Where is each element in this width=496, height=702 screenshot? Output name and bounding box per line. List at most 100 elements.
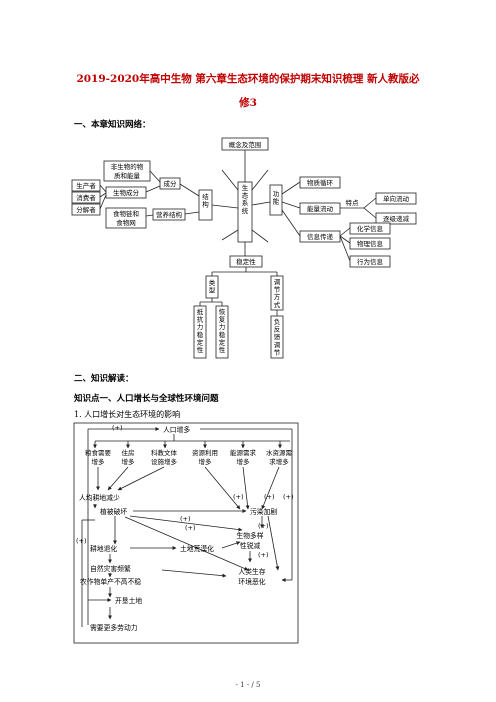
negative-feedback-label-char: 反 [274, 325, 281, 334]
concept-label: 概念及范围 [229, 140, 262, 149]
regulation-label-char: 式 [274, 300, 281, 309]
stability-label: 稳定性 [236, 257, 256, 266]
types-label-char: 类 [209, 278, 216, 287]
degradation-label: 耕地退化 [90, 544, 117, 553]
abiotic-label-2: 质和能量 [114, 171, 141, 180]
negative-feedback-box [270, 315, 284, 359]
yield-label: 农作物单产不高不稳 [80, 577, 141, 586]
food-label-1: 粮食需要 [85, 448, 112, 457]
chem-info-label: 化学信息 [357, 224, 384, 233]
composition-label: 成分 [164, 179, 178, 188]
resilience-label-char: 性 [219, 345, 226, 354]
plus-left: (+) [76, 537, 87, 545]
resource-label-1: 资源利用 [192, 448, 218, 457]
resistance-label-char: 抵 [197, 307, 204, 316]
consumer-label: 消费者 [76, 193, 96, 202]
consumer-box [71, 191, 101, 204]
housing-label-2: 增多 [122, 457, 136, 466]
plus-d: (+) [180, 515, 191, 523]
section-heading-network: 一、本章知识网络： [74, 120, 151, 130]
resilience-label-char: 力 [219, 322, 226, 331]
pollution-label: 污染加剧 [250, 507, 277, 516]
resilience-label-char: 稳 [219, 330, 226, 339]
structure-label-char: 构 [202, 200, 209, 209]
foodchain-label-1: 食物链和 [113, 209, 139, 218]
farmland-label: 人均耕地减少 [79, 493, 120, 502]
ecosystem-label-char: 统 [242, 206, 249, 215]
regulation-label-char: 方 [274, 292, 281, 301]
features-label: 特点 [346, 198, 360, 207]
negative-feedback-label-char: 节 [274, 348, 281, 356]
resistance-label-char: 力 [197, 322, 204, 331]
behav-info-box [349, 255, 391, 268]
document-title-line1: 2019-2020年高中生物 第六章生态环境的保护期末知识梳理 新人教版必 [76, 73, 420, 85]
resilience-label-char: 复 [219, 315, 226, 324]
one-way-label: 单向流动 [383, 194, 410, 203]
phys-info-box [349, 237, 391, 250]
chem-info-box [349, 222, 391, 235]
plus-c: (+) [283, 493, 294, 501]
phys-info-label: 物理信息 [357, 239, 384, 248]
plus-a: (+) [233, 493, 244, 501]
diagram-frame [73, 422, 299, 644]
desert-label: 土地荒漠化 [180, 544, 214, 553]
plus-top: (+) [112, 424, 123, 432]
negative-feedback-label-char: 负 [274, 317, 281, 326]
env-label-1: 人类生存 [238, 567, 265, 576]
resilience-label-char: 恢 [219, 307, 226, 316]
resilience-label-char: 定 [219, 337, 226, 346]
document-title-line2: 修3 [239, 97, 257, 109]
negative-feedback-label-char: 馈 [274, 332, 281, 341]
one-way-box [375, 192, 417, 205]
resistance-label-char: 性 [197, 345, 204, 354]
section-heading-interpretation: 二、知识解读： [74, 374, 134, 384]
energy-flow-box [299, 202, 341, 215]
growth-label: 人口增多 [163, 425, 190, 434]
water-label-1: 水资源需 [266, 448, 293, 457]
resilience-box [215, 305, 229, 359]
decrease-label: 逐级递减 [383, 214, 410, 223]
ecosystem-label-char: 系 [242, 198, 249, 207]
material-cycle-box [299, 176, 341, 189]
labor-label: 需要更多劳动力 [90, 623, 138, 632]
biodiversity-label-2: 性锐减 [240, 541, 261, 550]
population-impact-diagram: 人口增多 (+) 粮食需要 增多 住房 增多 科教文体 设施增多 资源利用 增多… [73, 422, 299, 644]
function-label-char: 功 [273, 190, 280, 198]
negative-feedback-label-char: 调 [274, 340, 281, 349]
biotic-label: 生物成分 [113, 188, 140, 197]
disaster-label: 自然灾害频繁 [90, 564, 131, 573]
energy-label-1: 能源需求 [230, 448, 257, 457]
producer-label: 生产者 [76, 181, 96, 190]
env-label-2: 环境恶化 [238, 577, 265, 586]
ecosystem-label-char: 态 [242, 191, 249, 200]
types-label-char: 型 [209, 286, 216, 295]
plus-g: (+) [258, 551, 269, 559]
regulation-label-char: 节 [274, 286, 281, 294]
energy-flow-label: 能量流动 [307, 204, 334, 213]
subsection-heading: 1. 人口增长对生态环境的影响 [74, 410, 181, 419]
decrease-box [375, 212, 417, 225]
trophic-box [152, 208, 186, 221]
energy-label-2: 增多 [237, 457, 251, 466]
abiotic-label-1: 非生物的物 [111, 162, 144, 171]
reclaim-label: 开垦土地 [115, 596, 142, 605]
composition-box [159, 177, 181, 190]
function-label: 功能 [273, 190, 280, 206]
plus-f: (+) [258, 522, 269, 530]
structure-label-char: 结 [202, 192, 209, 201]
function-box [269, 184, 283, 216]
water-label-2: 求增多 [269, 457, 289, 466]
resistance-label-char: 稳 [197, 330, 204, 339]
decomposer-box [71, 203, 101, 216]
culture-label-1: 科教文体 [151, 448, 178, 457]
trophic-label: 营养结构 [156, 210, 183, 219]
housing-label-1: 住房 [122, 448, 135, 457]
structure-label: 结构 [202, 192, 209, 209]
resistance-label-char: 定 [197, 337, 204, 346]
foodchain-label-2: 食物网 [116, 218, 136, 227]
